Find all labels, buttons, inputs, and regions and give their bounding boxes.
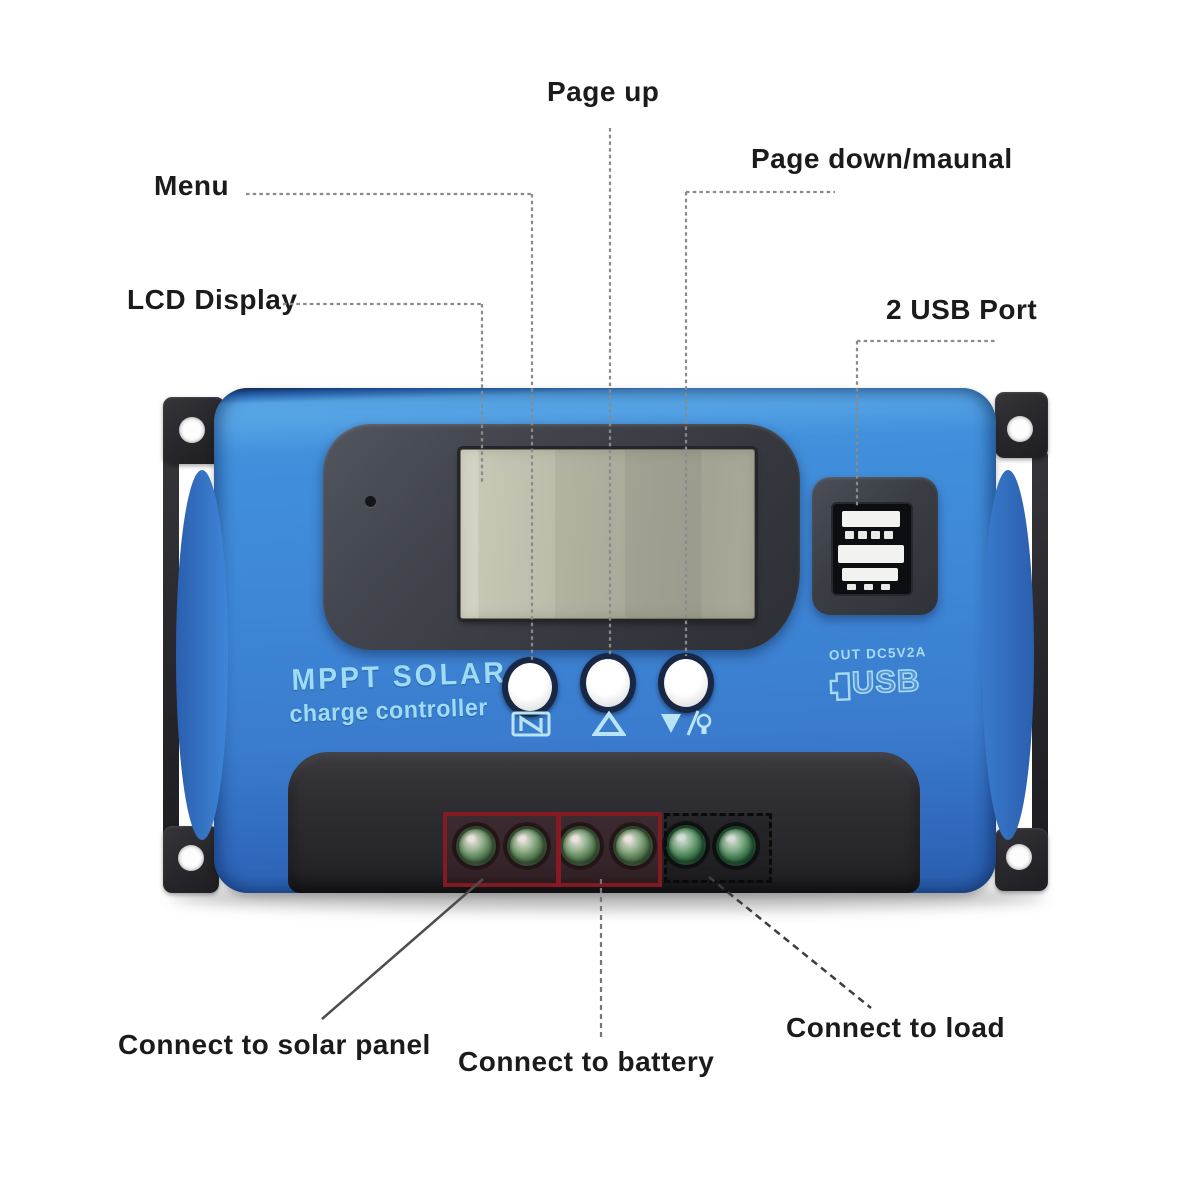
light-sensor-dot (365, 496, 376, 507)
up-arrow-icon (592, 711, 626, 736)
down-arrow-manual-icon (661, 710, 712, 736)
terminal-screw-solar-minus (507, 826, 547, 866)
mount-strip-left (163, 450, 179, 845)
mounting-hole (1007, 416, 1033, 442)
lcd-segments (461, 450, 754, 618)
body-left-edge (176, 470, 228, 840)
usb-plug-icon (829, 672, 851, 702)
leader-load (708, 876, 872, 1009)
usb-contact (845, 531, 854, 539)
leader-solar (321, 878, 484, 1020)
label-connect-solar: Connect to solar panel (118, 1029, 431, 1060)
usb-tongue-bottom (842, 568, 898, 581)
usb-tongue-top (842, 511, 900, 527)
label-page-down-manual: Page down/maunal (751, 143, 1013, 174)
mounting-hole (1006, 844, 1032, 870)
usb-contact (881, 584, 890, 590)
usb-contact (884, 531, 893, 539)
terminal-screw-load-plus (666, 825, 706, 865)
usb-contact (858, 531, 867, 539)
menu-box-icon (511, 711, 551, 737)
page-down-manual-button (658, 653, 714, 713)
terminal-screw-battery-plus (560, 826, 600, 866)
label-connect-battery: Connect to battery (458, 1046, 715, 1077)
usb-logo: USB (827, 662, 949, 712)
terminal-screw-load-minus (716, 826, 756, 866)
solar-terminals-marker-box (443, 812, 561, 887)
body-right-edge (982, 470, 1034, 840)
usb-contact (864, 584, 873, 590)
usb-bezel (812, 477, 938, 615)
label-menu: Menu (154, 170, 230, 201)
usb-contact (847, 584, 856, 590)
label-lcd-display: LCD Display (127, 284, 298, 315)
label-page-up: Page up (547, 76, 660, 107)
terminal-screw-solar-plus (456, 826, 496, 866)
mounting-hole (178, 845, 204, 871)
label-2-usb-port: 2 USB Port (886, 294, 1038, 325)
usb-divider-bar (838, 545, 904, 563)
terminal-block (288, 752, 920, 893)
usb-contact (871, 531, 880, 539)
page-up-button (580, 653, 636, 713)
mount-strip-right (1032, 450, 1048, 845)
label-connect-load: Connect to load (786, 1012, 1006, 1043)
terminal-screw-battery-minus (613, 826, 653, 866)
load-terminals-marker-box (664, 813, 772, 883)
mounting-hole (179, 417, 205, 443)
battery-terminals-marker-box (556, 812, 662, 887)
dual-usb-port (831, 502, 913, 596)
lcd-screen (460, 449, 755, 619)
